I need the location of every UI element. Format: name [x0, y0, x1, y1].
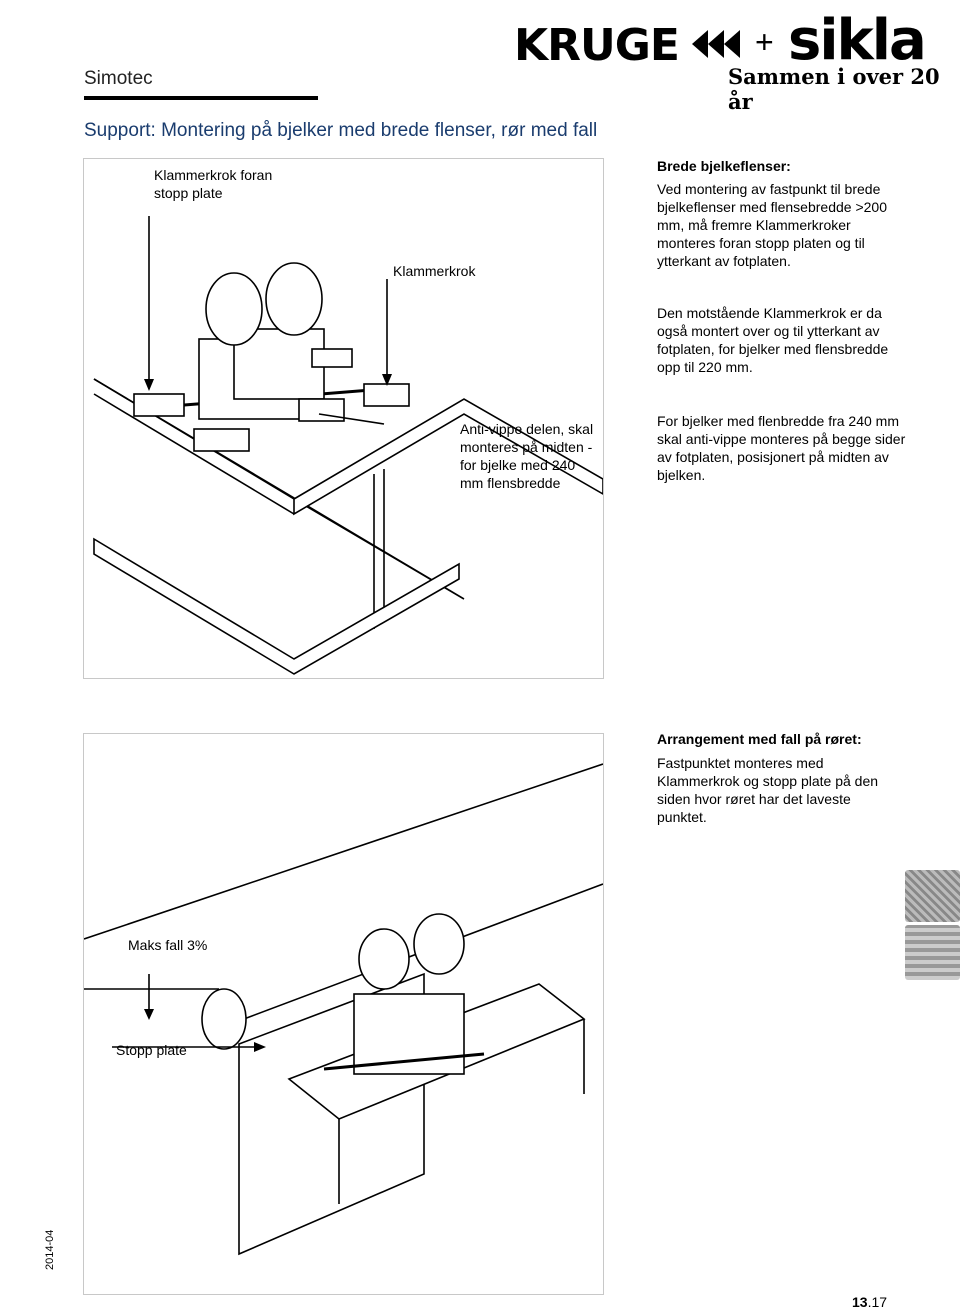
label-slope: Maks fall 3% [128, 937, 208, 953]
logo-plus: + [755, 24, 774, 60]
header-rule [84, 96, 318, 100]
sikla-logo: sikla [788, 8, 927, 73]
tagline: Sammen i over 20 år [728, 64, 940, 114]
section2-heading: Arrangement med fall på røret: [657, 731, 862, 747]
label-stop-plate: Stopp plate [116, 1042, 187, 1058]
pipe-slope-drawing [83, 763, 604, 1256]
product-clamp-thumbnail [905, 925, 960, 980]
beam-support-drawing [93, 216, 604, 675]
label-hook: Klammerkrok [393, 263, 476, 279]
label-hook-front: Klammerkrok foran stopp plate [154, 167, 273, 201]
section1-p2: Den motstående Klammerkrok er da også mo… [657, 305, 889, 375]
page-title: Support: Montering på bjelker med brede … [84, 120, 598, 141]
figure-beam-flange [83, 158, 604, 679]
product-rail-thumbnail [905, 870, 960, 922]
label-anti-tilt: Anti-vippe delen, skal monteres på midte… [460, 421, 594, 491]
section1-p1: Ved montering av fastpunkt til brede bje… [657, 181, 887, 269]
revision-date: 2014-04 [44, 1229, 56, 1270]
brand-name: Simotec [84, 68, 153, 89]
section1-heading: Brede bjelkeflenser: [657, 158, 791, 174]
kruge-logo: KRUGE [514, 20, 680, 71]
chevrons-icon [692, 30, 740, 58]
section1-p3: For bjelker med flenbredde fra 240 mm sk… [657, 413, 906, 483]
section2-p1: Fastpunktet monteres med Klammerkrok og … [657, 755, 879, 825]
figure-pipe-slope [83, 733, 604, 1295]
page-number: 13.17 [852, 1294, 888, 1310]
